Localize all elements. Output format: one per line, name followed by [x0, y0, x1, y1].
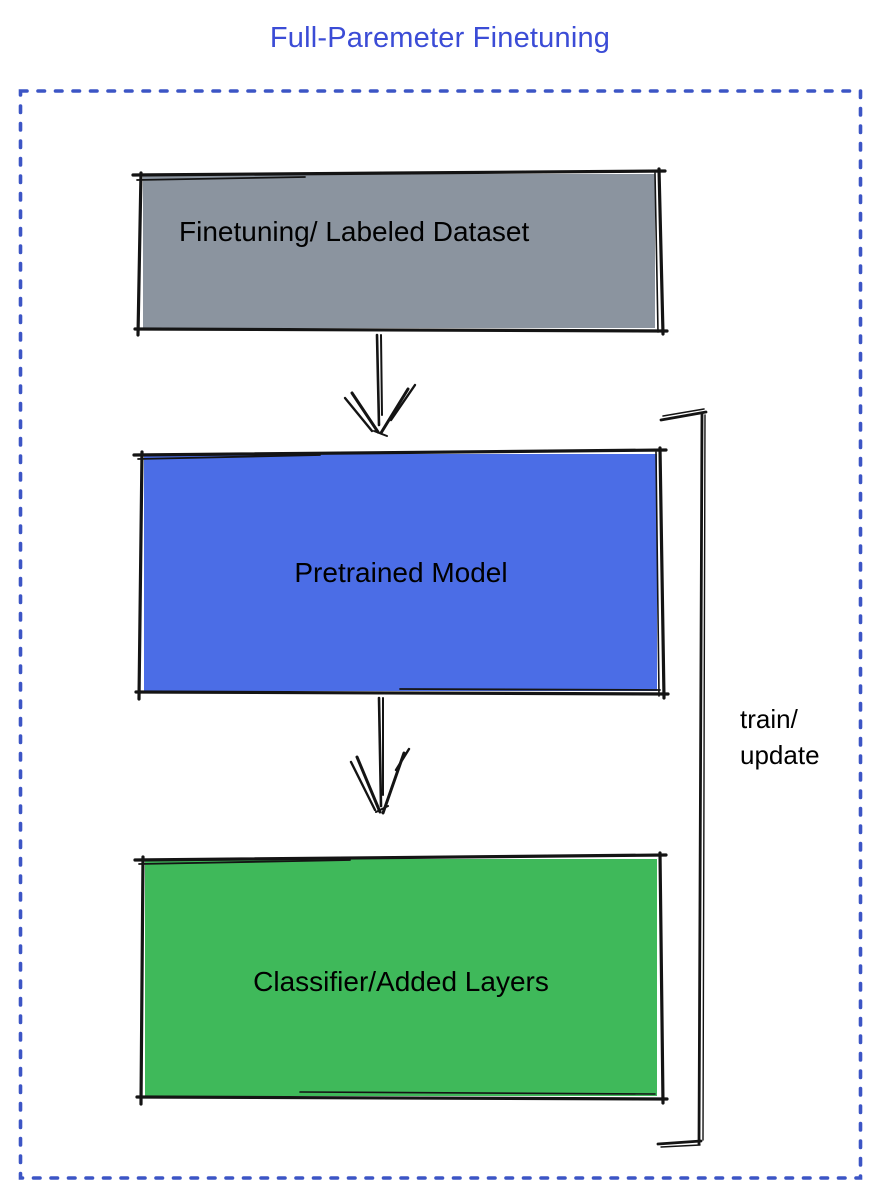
dataset-box-fill: [143, 174, 655, 328]
diagram-title: Full-Paremeter Finetuning: [269, 22, 611, 54]
pretrained-box: [132, 446, 670, 701]
pretrained-box-fill: [144, 454, 657, 691]
train-update-label: train/ update: [740, 704, 820, 770]
dataset-box-label: Finetuning/ Labeled Dataset: [179, 216, 530, 247]
classifier-box-label: Classifier/Added Layers: [253, 966, 549, 997]
dotted-border: [18, 89, 863, 1180]
arrow-pretrained-to-classifier: [349, 696, 411, 815]
pretrained-box-label: Pretrained Model: [294, 557, 508, 588]
train-update-bracket: [656, 408, 708, 1148]
arrow-dataset-to-pretrained: [343, 333, 417, 437]
classifier-box-fill: [145, 859, 657, 1096]
dataset-box: [131, 167, 669, 337]
classifier-box: [133, 851, 669, 1106]
